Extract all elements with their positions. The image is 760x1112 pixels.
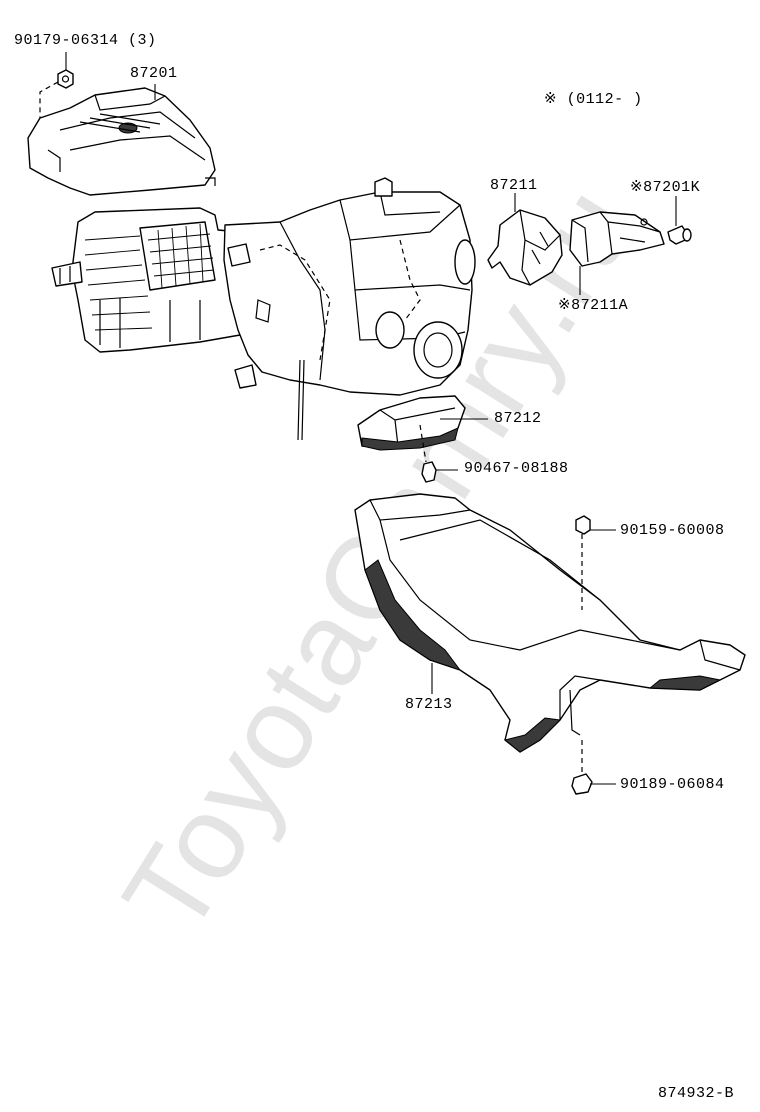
callout-87201k: ※87201K: [630, 179, 701, 196]
upper-cover-87201: [27, 84, 216, 196]
blower-unit-housing: [51, 207, 251, 353]
callout-87211: 87211: [490, 177, 538, 194]
applicability-note: ※ (0112- ): [544, 91, 643, 108]
callout-87212: 87212: [494, 410, 542, 427]
callout-90179-06314: 90179-06314 (3): [14, 32, 157, 49]
duct-87213: [354, 493, 746, 753]
callout-87201: 87201: [130, 65, 178, 82]
callout-90467-08188: 90467-08188: [464, 460, 569, 477]
callout-90189-06084: 90189-06084: [620, 776, 725, 793]
callout-87211a: ※87211A: [558, 297, 629, 314]
bolt-90159-60008: [575, 515, 616, 610]
callout-87213: 87213: [405, 696, 453, 713]
duct-87212: [357, 395, 488, 463]
heater-case: [223, 177, 476, 441]
bolt-90467-08188: [421, 461, 458, 483]
callout-90159-60008: 90159-60008: [620, 522, 725, 539]
duct-87211: [487, 193, 563, 286]
clip-90189-06084: [571, 740, 616, 795]
duct-87211a: [569, 211, 665, 295]
screw-87201k: [667, 196, 692, 245]
diagram-id: 874932-B: [658, 1085, 735, 1102]
